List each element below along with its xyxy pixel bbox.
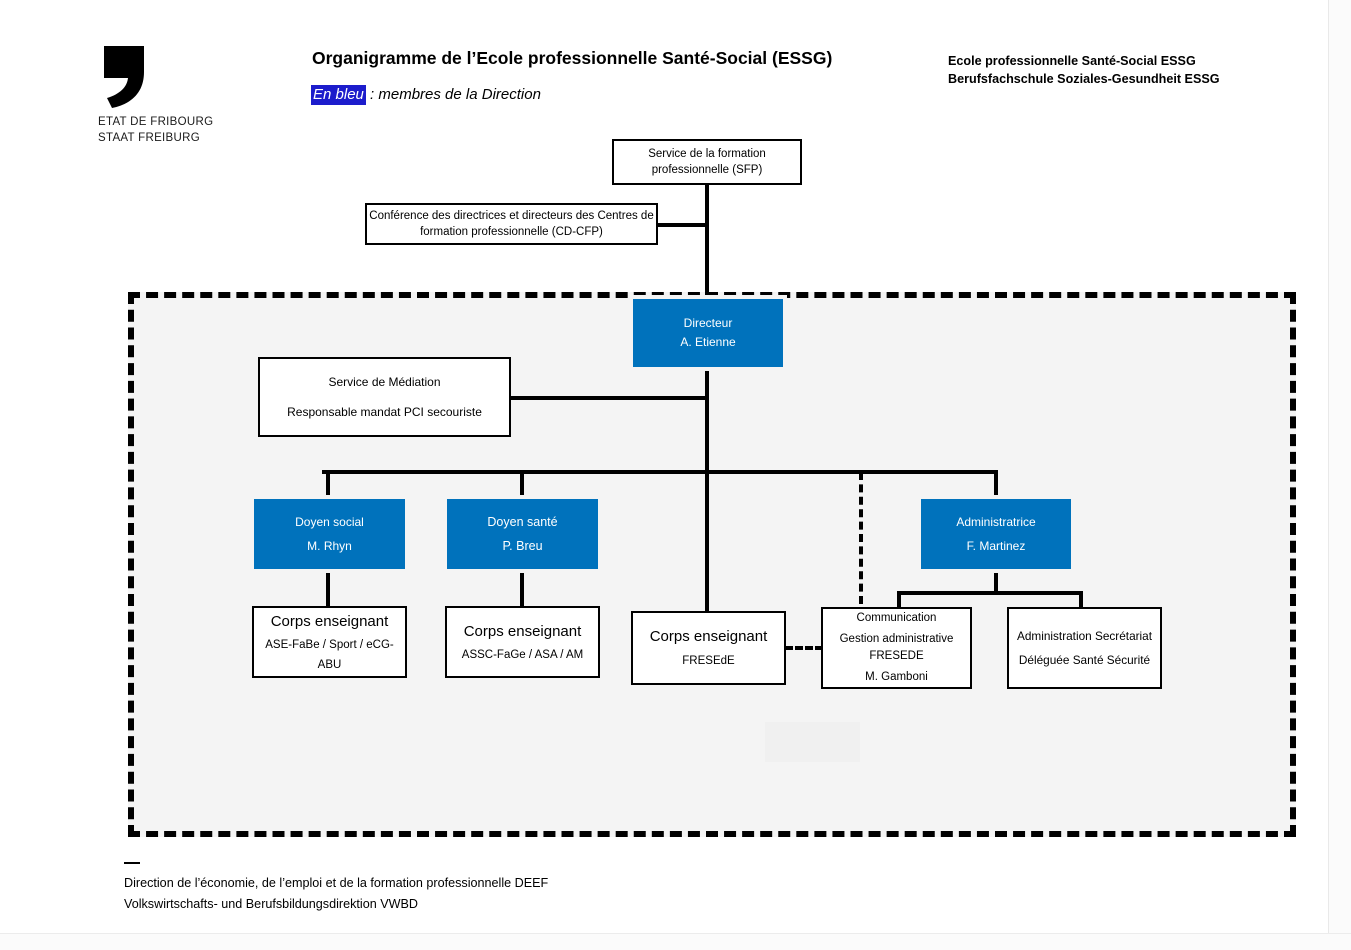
- node-corps-sante-subtitle: ASSC-FaGe / ASA / AM: [461, 649, 584, 661]
- footer-divider: [124, 862, 140, 864]
- node-service-formation-professionnelle[interactable]: Service de la formation professionnelle …: [612, 139, 802, 185]
- corporate-header: Ecole professionnelle Santé-Social ESSG …: [948, 52, 1220, 88]
- edge-administratrice-stem: [994, 568, 998, 593]
- node-communication[interactable]: Communication Gestion administrative FRE…: [821, 607, 972, 689]
- edge-corps-fresede-to-communication-dashed: [785, 646, 823, 650]
- footer-line-fr: Direction de l’économie, de l’emploi et …: [124, 876, 549, 890]
- edge-administratrice-bus: [897, 591, 1083, 595]
- node-cdcfp-line1: Conférence des directrices et directeurs…: [369, 210, 654, 222]
- footer-line-de: Volkswirtschafts- und Berufsbildungsdire…: [124, 897, 418, 911]
- edge-directeur-stem: [705, 367, 709, 615]
- edge-doyen-social-to-corps: [326, 568, 330, 606]
- node-cdcfp-line2: formation professionnelle (CD-CFP): [420, 226, 603, 238]
- edge-bus-to-doyen-social: [326, 470, 330, 500]
- legend-line: En bleu : membres de la Direction: [311, 85, 541, 105]
- page-edge-bottom: [0, 933, 1351, 950]
- corporate-header-de: Berufsfachschule Soziales-Gesundheit ESS…: [948, 72, 1220, 86]
- node-administration-line1: Administration Secrétariat: [1016, 629, 1153, 643]
- logo-line-de: STAAT FREIBURG: [98, 132, 200, 144]
- node-corps-enseignant-fresede[interactable]: Corps enseignant FRESEdE: [631, 611, 786, 685]
- logo-line-fr: ETAT DE FRIBOURG: [98, 116, 214, 128]
- node-conference-cd-cfp[interactable]: Conférence des directrices et directeurs…: [365, 203, 658, 245]
- edge-doyen-sante-to-corps: [520, 568, 524, 606]
- node-corps-fresede-title: Corps enseignant: [649, 628, 768, 645]
- edge-bus-to-communication-dashed: [859, 472, 863, 604]
- node-corps-enseignant-social[interactable]: Corps enseignant ASE-FaBe / Sport / eCG-…: [252, 606, 407, 678]
- node-doyen-sante-role: Doyen santé: [487, 515, 558, 529]
- node-corps-sante-title: Corps enseignant: [463, 623, 582, 640]
- node-directeur[interactable]: Directeur A. Etienne: [633, 299, 783, 367]
- node-doyen-sante[interactable]: Doyen santé P. Breu: [447, 499, 598, 569]
- edge-horizontal-bus: [322, 470, 998, 474]
- node-corps-social-title: Corps enseignant: [270, 613, 389, 630]
- node-administratrice-name: F. Martinez: [966, 539, 1026, 553]
- node-sfp-line1: Service de la formation: [648, 148, 766, 160]
- edge-bus-to-administratrice: [994, 470, 998, 500]
- node-administratrice-role: Administratrice: [956, 515, 1036, 529]
- node-corps-fresede-subtitle: FRESEdE: [682, 655, 735, 667]
- node-doyen-social-name: M. Rhyn: [307, 539, 352, 553]
- comma-mark-icon: [104, 46, 144, 108]
- node-doyen-sante-name: P. Breu: [502, 539, 543, 553]
- edge-bus-to-doyen-sante: [520, 470, 524, 500]
- node-communication-line2: Gestion administrative FRESEDE: [839, 633, 954, 662]
- node-mediation-line2: Responsable mandat PCI secouriste: [287, 405, 482, 419]
- edge-sfp-to-directeur: [705, 185, 709, 298]
- legend-text: : membres de la Direction: [365, 86, 541, 103]
- edge-admin-bus-to-administration: [1079, 591, 1083, 607]
- footer: Direction de l’économie, de l’emploi et …: [124, 862, 824, 915]
- node-sfp-line2: professionnelle (SFP): [651, 164, 763, 176]
- edge-directeur-to-mediation: [509, 396, 707, 400]
- node-corps-social-subtitle: ASE-FaBe / Sport / eCG-ABU: [265, 639, 394, 671]
- corporate-header-fr: Ecole professionnelle Santé-Social ESSG: [948, 54, 1196, 68]
- node-administration-line2: Déléguée Santé Sécurité: [1018, 653, 1151, 667]
- legend-highlight: En bleu: [311, 85, 366, 105]
- node-doyen-social-role: Doyen social: [295, 515, 364, 529]
- node-directeur-name: A. Etienne: [680, 335, 736, 349]
- node-directeur-role: Directeur: [683, 316, 733, 330]
- node-administratrice[interactable]: Administratrice F. Martinez: [921, 499, 1071, 569]
- page-edge-right: [1328, 0, 1351, 950]
- page-title: Organigramme de l’Ecole professionnelle …: [312, 48, 833, 68]
- node-communication-line3: M. Gamboni: [865, 671, 928, 683]
- node-communication-line1: Communication: [856, 612, 937, 624]
- node-service-mediation[interactable]: Service de Médiation Responsable mandat …: [258, 357, 511, 437]
- edge-admin-bus-to-communication: [897, 591, 901, 607]
- node-doyen-social[interactable]: Doyen social M. Rhyn: [254, 499, 405, 569]
- blank-placeholder-box: [765, 722, 860, 762]
- node-corps-enseignant-sante[interactable]: Corps enseignant ASSC-FaGe / ASA / AM: [445, 606, 600, 678]
- node-mediation-line1: Service de Médiation: [328, 375, 441, 389]
- etat-de-fribourg-logo: ETAT DE FRIBOURG STAAT FREIBURG: [98, 46, 238, 146]
- node-administration-secretariat[interactable]: Administration Secrétariat Déléguée Sant…: [1007, 607, 1162, 689]
- edge-cdcfp-to-stem: [657, 223, 707, 227]
